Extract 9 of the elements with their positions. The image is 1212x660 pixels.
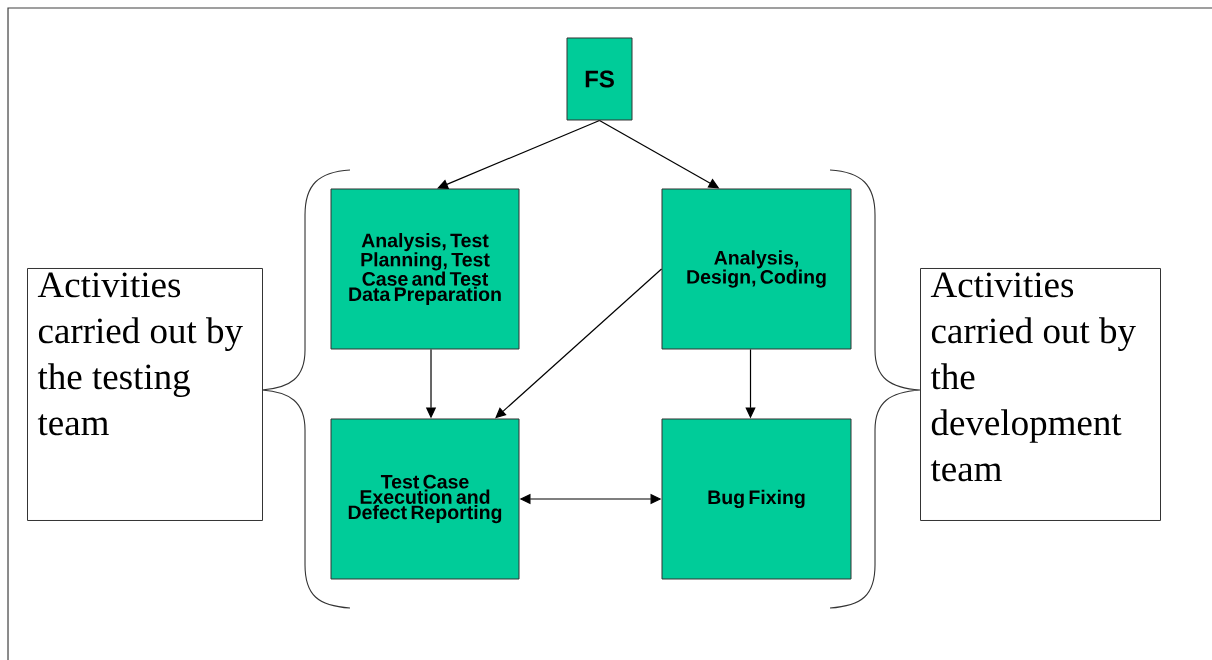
arrow	[495, 268, 663, 419]
process-box: FS	[566, 37, 633, 121]
process-box: Analysis, Design, Coding	[661, 188, 852, 350]
annotation-box: Activities carried out by the testing team	[27, 268, 263, 521]
process-box: Bug Fixing	[661, 418, 852, 580]
process-box: Analysis, Test Planning, Test Case and Test Data Preparation	[330, 188, 520, 350]
process-box: Test Case Execution and Defect Reporting	[330, 418, 520, 580]
annotation-box: Activities carried out by the development team	[920, 268, 1161, 521]
arrow	[437, 119, 601, 189]
